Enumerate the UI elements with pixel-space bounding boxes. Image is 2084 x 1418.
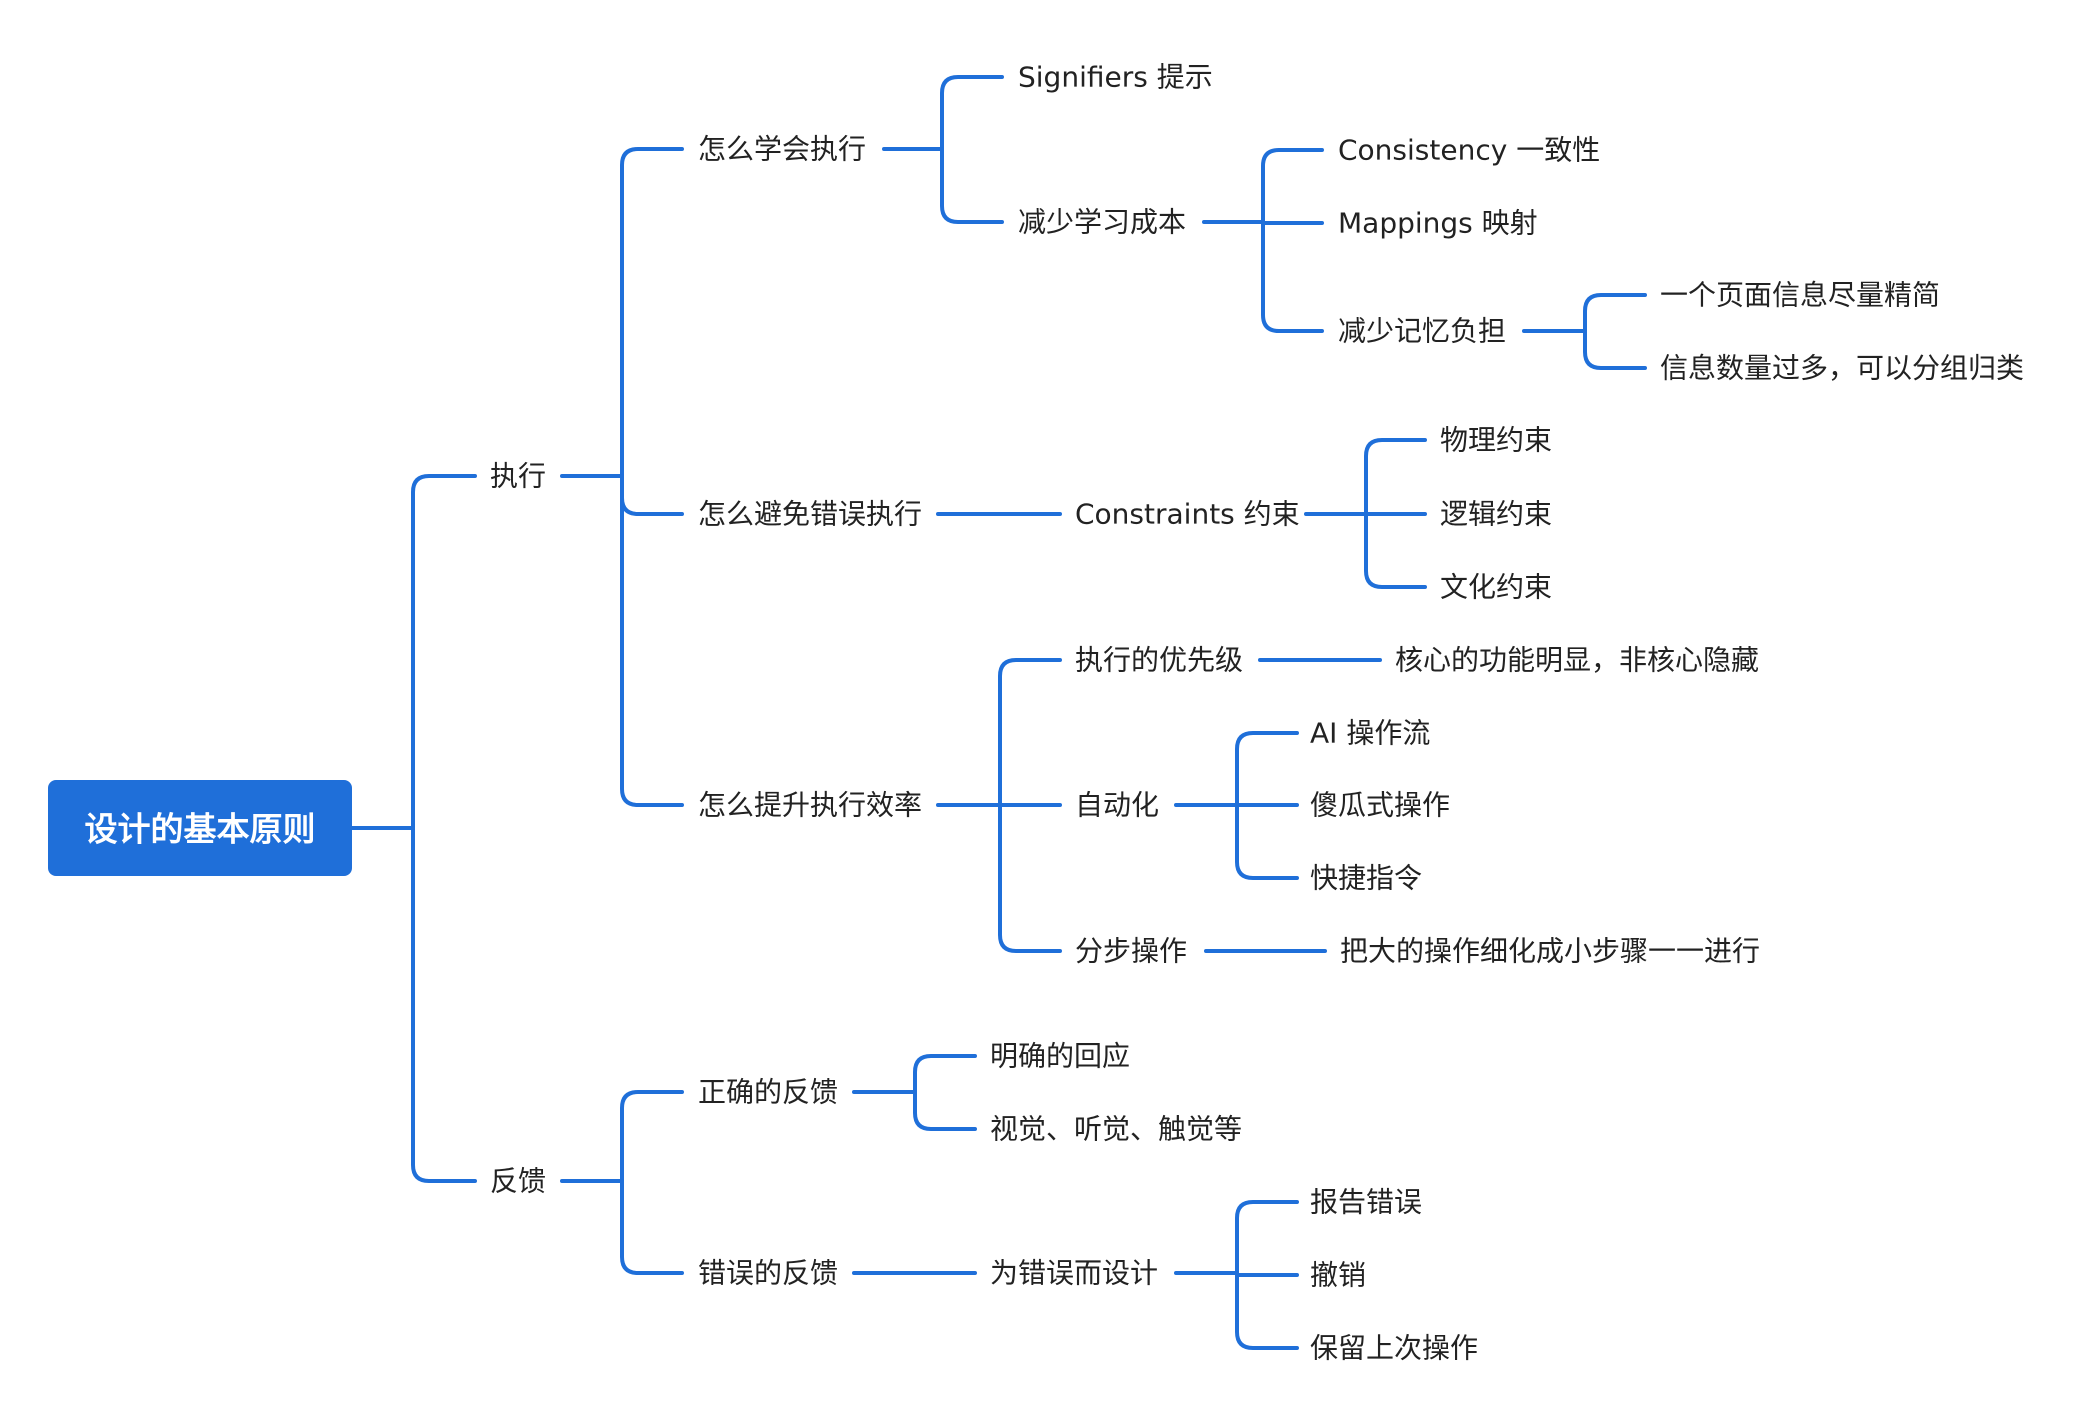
connector-automation-branch-2 xyxy=(1235,803,1299,880)
node-constraints[interactable]: Constraints 约束 xyxy=(1075,498,1300,531)
node-physical-constraint[interactable]: 物理约束 xyxy=(1440,424,1552,457)
connector-root-branch-1 xyxy=(411,826,477,1183)
connector-feedback-branch-0 xyxy=(620,1090,684,1183)
node-simplify-page-info[interactable]: 一个页面信息尽量精简 xyxy=(1660,279,1940,312)
connector-reduce-learning-cost-branch-2 xyxy=(1261,220,1324,333)
node-how-learn[interactable]: 怎么学会执行 xyxy=(698,133,866,166)
node-correct-feedback[interactable]: 正确的反馈 xyxy=(698,1076,838,1109)
node-error-feedback[interactable]: 错误的反馈 xyxy=(698,1257,838,1290)
connector-design-for-error-branch-2 xyxy=(1235,1271,1299,1350)
node-execution-priority[interactable]: 执行的优先级 xyxy=(1075,644,1243,677)
node-execution[interactable]: 执行 xyxy=(490,460,546,493)
node-ai-workflow[interactable]: AI 操作流 xyxy=(1310,717,1430,750)
root-node-box xyxy=(48,780,352,876)
connector-constraints-branch-0 xyxy=(1364,438,1427,516)
connector-automation-branch-0 xyxy=(1235,731,1299,807)
node-foolproof-operation[interactable]: 傻瓜式操作 xyxy=(1310,789,1450,822)
connector-design-for-error-branch-0 xyxy=(1235,1200,1299,1275)
node-automation[interactable]: 自动化 xyxy=(1075,789,1159,822)
node-cultural-constraint[interactable]: 文化约束 xyxy=(1440,571,1552,604)
node-group-info[interactable]: 信息数量过多，可以分组归类 xyxy=(1660,352,2024,385)
node-reduce-memory-load[interactable]: 减少记忆负担 xyxy=(1338,315,1506,348)
connector-reduce-learning-cost-branch-0 xyxy=(1261,148,1324,224)
connector-correct-feedback-branch-1 xyxy=(913,1090,977,1131)
connector-constraints-branch-2 xyxy=(1364,512,1427,589)
node-clear-response[interactable]: 明确的回应 xyxy=(990,1040,1130,1073)
node-logical-constraint[interactable]: 逻辑约束 xyxy=(1440,498,1552,531)
connector-execution-branch-0 xyxy=(620,147,684,478)
node-reduce-learning-cost[interactable]: 减少学习成本 xyxy=(1018,206,1186,239)
connector-reduce-memory-load-branch-1 xyxy=(1583,329,1647,370)
connector-correct-feedback-branch-0 xyxy=(913,1054,977,1094)
connector-feedback-branch-1 xyxy=(620,1179,684,1275)
connector-how-improve-efficiency-branch-0 xyxy=(998,658,1062,807)
node-consistency[interactable]: Consistency 一致性 xyxy=(1338,134,1600,167)
node-sensory-feedback[interactable]: 视觉、听觉、触觉等 xyxy=(990,1113,1242,1146)
connector-root-branch-0 xyxy=(411,474,477,830)
root-node-label: 设计的基本原则 xyxy=(85,810,316,849)
root-node[interactable]: 设计的基本原则 xyxy=(48,780,352,876)
node-how-avoid-errors[interactable]: 怎么避免错误执行 xyxy=(698,498,922,531)
node-report-error[interactable]: 报告错误 xyxy=(1310,1186,1422,1219)
node-core-visible[interactable]: 核心的功能明显，非核心隐藏 xyxy=(1395,644,1759,677)
connector-execution-branch-1 xyxy=(620,474,684,516)
node-break-into-steps[interactable]: 把大的操作细化成小步骤一一进行 xyxy=(1340,935,1760,968)
connector-how-improve-efficiency-branch-2 xyxy=(998,803,1062,953)
connector-how-learn-branch-1 xyxy=(940,147,1004,224)
node-design-for-error[interactable]: 为错误而设计 xyxy=(990,1257,1158,1290)
node-keep-last-operation[interactable]: 保留上次操作 xyxy=(1310,1332,1478,1365)
connector-lines xyxy=(350,75,1647,1350)
node-mappings[interactable]: Mappings 映射 xyxy=(1338,207,1538,240)
connector-reduce-memory-load-branch-0 xyxy=(1583,293,1647,333)
connector-design-for-error-branch-1 xyxy=(1235,1271,1299,1277)
node-undo[interactable]: 撤销 xyxy=(1310,1259,1366,1292)
node-signifiers[interactable]: Signifiers 提示 xyxy=(1018,61,1213,94)
node-feedback[interactable]: 反馈 xyxy=(490,1165,546,1198)
node-step-by-step[interactable]: 分步操作 xyxy=(1075,935,1187,968)
node-how-improve-efficiency[interactable]: 怎么提升执行效率 xyxy=(698,789,922,822)
node-shortcuts[interactable]: 快捷指令 xyxy=(1310,862,1422,895)
connector-execution-branch-2 xyxy=(620,474,684,807)
connector-how-learn-branch-0 xyxy=(940,75,1004,151)
